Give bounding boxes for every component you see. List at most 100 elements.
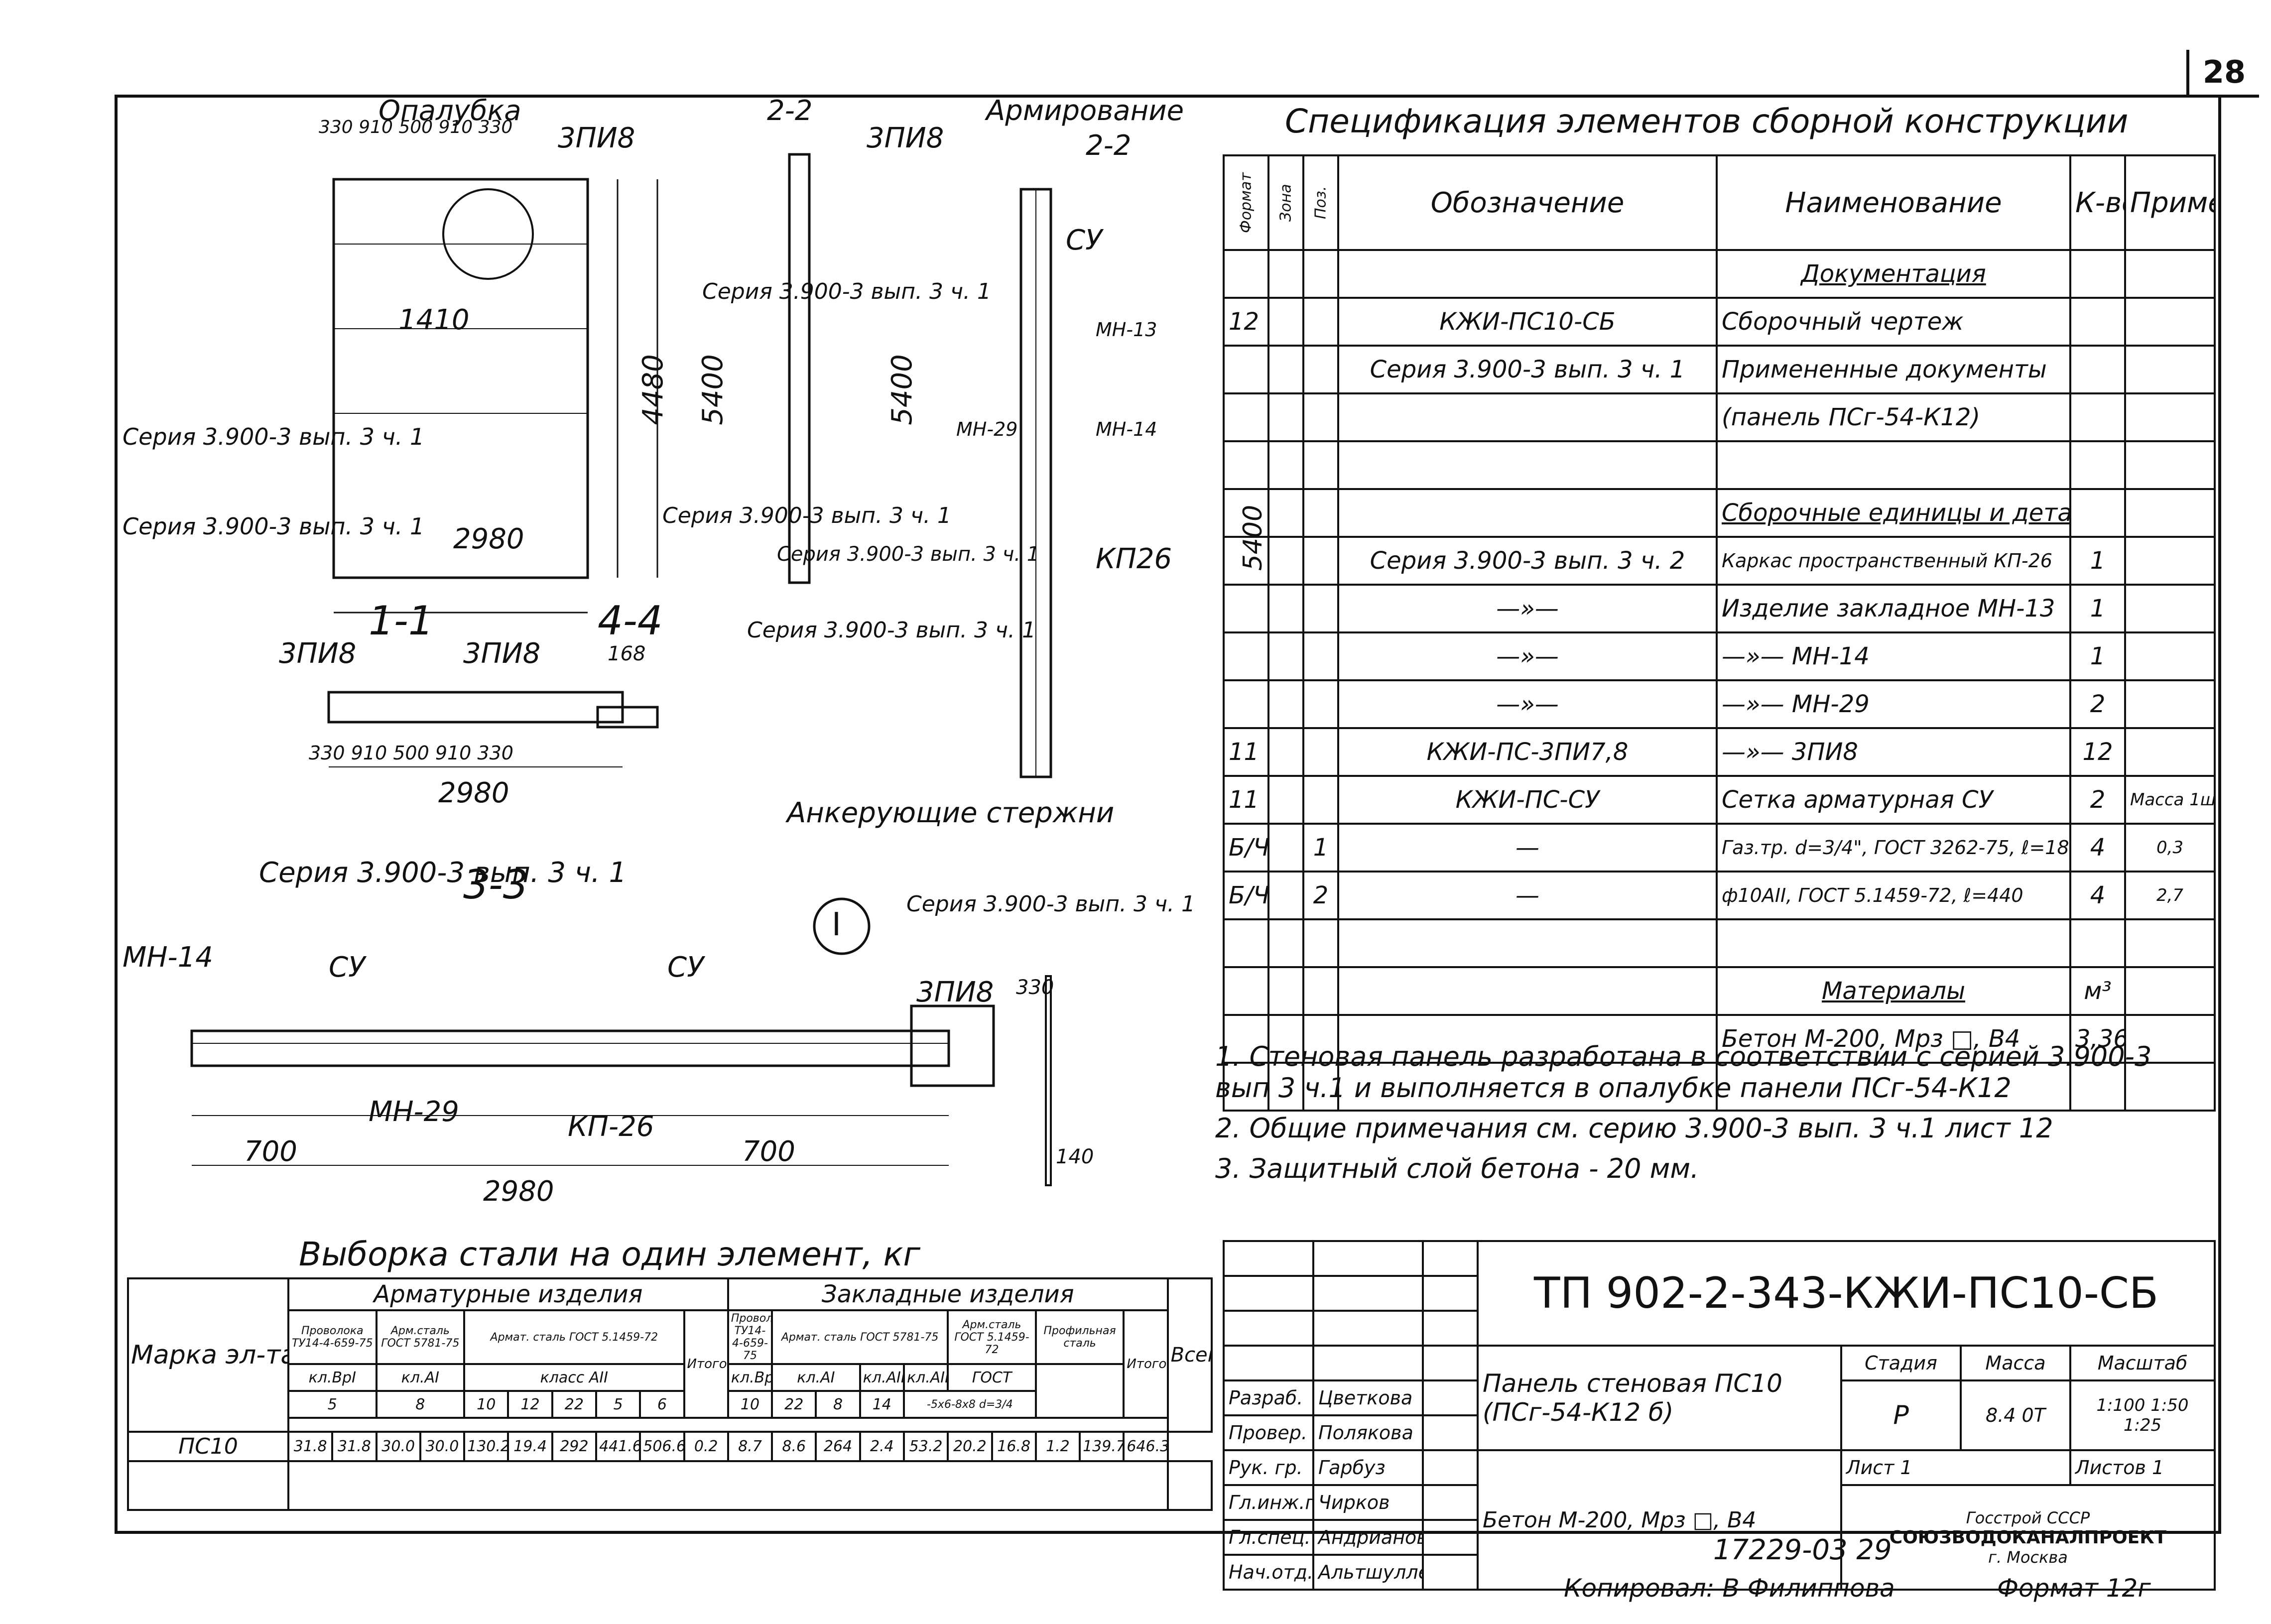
spec-cell-note bbox=[2124, 966, 2216, 1016]
spec-header-cell: Формат bbox=[1224, 155, 1268, 250]
spec-cell-qty bbox=[2069, 392, 2126, 442]
callout-1-15-text: Серия 3.900-3 вып. 3 ч. 1 bbox=[906, 891, 1195, 917]
scale-value: 1:100 1:50 1:25 bbox=[2069, 1379, 2216, 1451]
steel-class: кл.АI bbox=[375, 1363, 466, 1392]
spec-cell-zone bbox=[1267, 727, 1304, 777]
tb-name: Андрианов bbox=[1312, 1519, 1424, 1556]
spec-cell-qty bbox=[2069, 488, 2126, 538]
spec-cell-note bbox=[2124, 345, 2216, 394]
dim-700-a: 700 bbox=[244, 1135, 297, 1168]
spec-cell-zone bbox=[1267, 392, 1304, 442]
steel-value: 130.2 bbox=[463, 1431, 509, 1462]
views-lines bbox=[190, 153, 1052, 1186]
steel-diam: 10 bbox=[727, 1390, 773, 1419]
spec-cell-note: 0,3 bbox=[2124, 823, 2216, 873]
note-3: 3. Защитный слой бетона - 20 мм. bbox=[1215, 1153, 1699, 1184]
steel-value: 30.0 bbox=[419, 1431, 466, 1462]
spec-title: Спецификация элементов сборной конструкц… bbox=[1285, 102, 2129, 140]
spec-cell-name bbox=[1716, 440, 2071, 490]
label-mn13: МН-13 bbox=[1096, 319, 1157, 341]
spec-row: Сборочные единицы и детали bbox=[1223, 488, 2216, 538]
label-3piv8-node: 3ПИ8 bbox=[916, 976, 994, 1008]
steel-value: 53.2 bbox=[902, 1431, 949, 1462]
label-kp-26-33: КП-26 bbox=[568, 1111, 654, 1143]
panel-name: Панель стеновая ПС10 bbox=[1483, 1369, 1782, 1398]
spec-cell-fmt bbox=[1223, 440, 1269, 490]
section-1-1-title: 1-1 bbox=[369, 598, 434, 644]
spec-cell-fmt bbox=[1223, 249, 1269, 299]
spec-cell-pos bbox=[1302, 297, 1339, 347]
steel-class: кл.АI bbox=[771, 1363, 861, 1392]
section-2-2-title: 2-2 bbox=[767, 95, 813, 127]
drawing-frame bbox=[115, 95, 2221, 1534]
dim-1410: 1410 bbox=[398, 304, 470, 336]
spec-cell-pos bbox=[1302, 966, 1339, 1016]
tb-role: Провер. bbox=[1223, 1414, 1314, 1451]
spec-cell-qty bbox=[2069, 345, 2126, 394]
spec-row: Документация bbox=[1223, 249, 2216, 299]
tb-signature bbox=[1422, 1554, 1479, 1591]
spec-cell-pos bbox=[1302, 918, 1339, 968]
section-4-4-title: 4-4 bbox=[598, 598, 663, 644]
spec-header-cell: Зона bbox=[1268, 155, 1303, 250]
tb-role: Разраб. bbox=[1223, 1379, 1314, 1416]
org-institute: СОЮЗВОДОКАНАЛПРОЕКТ bbox=[1889, 1527, 2167, 1548]
steel-armature-group: Арматурные изделия bbox=[287, 1277, 729, 1311]
spec-cell-zone bbox=[1267, 1062, 1304, 1112]
spec-cell-qty bbox=[2069, 249, 2126, 299]
spec-cell-pos: 2 bbox=[1302, 871, 1339, 920]
spec-cell-zone bbox=[1267, 584, 1304, 633]
steel-class: класс АII bbox=[463, 1363, 685, 1392]
spec-cell-note bbox=[2124, 584, 2216, 633]
tb-person-row: Разраб.Цветкова Р 8.4 0Т 1:100 1:50 1:25 bbox=[1223, 1379, 2216, 1451]
drawing-code: ТП 902-2-343-КЖИ-ПС10-СБ bbox=[1477, 1240, 2216, 1347]
steel-value: 646.3 bbox=[1123, 1431, 1169, 1462]
spec-cell-fmt: 12 bbox=[1223, 297, 1269, 347]
callout-4-15-text: Серия 3.900-3 вып. 3 ч. 1 bbox=[662, 503, 951, 528]
spec-cell-pos bbox=[1302, 727, 1339, 777]
steel-diam: 6 bbox=[639, 1390, 685, 1419]
sheet-number: 28 bbox=[2186, 50, 2259, 98]
spec-cell-fmt bbox=[1223, 966, 1269, 1016]
label-cy-33a: СУ bbox=[329, 951, 366, 984]
tb-sheets: Листов 1 bbox=[2069, 1449, 2216, 1486]
spec-cell-fmt bbox=[1223, 631, 1269, 681]
inventory-number: 17229-03 29 bbox=[1713, 1534, 1892, 1566]
steel-diam: 10 bbox=[463, 1390, 509, 1419]
dim-5400-formwork: 5400 bbox=[696, 354, 729, 425]
spec-cell-pos bbox=[1302, 584, 1339, 633]
spec-cell-pos bbox=[1302, 440, 1339, 490]
spec-cell-zone bbox=[1267, 488, 1304, 538]
dim-140-node: 140 bbox=[1056, 1145, 1094, 1168]
tb-role: Гл.спец. bbox=[1223, 1519, 1314, 1556]
spec-cell-des bbox=[1337, 1062, 1718, 1112]
steel-value: 441.6 bbox=[595, 1431, 641, 1462]
callout-3-15-text: Серия 3.900-3 вып. 3 ч. 1 bbox=[123, 513, 425, 540]
spec-cell-pos bbox=[1302, 631, 1339, 681]
spec-row bbox=[1223, 918, 2216, 968]
steel-diam: 12 bbox=[507, 1390, 553, 1419]
steel-mark-header: Марка эл-та bbox=[127, 1277, 289, 1433]
steel-diam: 5 bbox=[287, 1390, 378, 1419]
spec-cell-zone bbox=[1267, 871, 1304, 920]
org-ministry: Госстрой СССР bbox=[1966, 1508, 2090, 1527]
tb-concrete: Бетон М-200, Мрз □, В4 bbox=[1477, 1449, 1842, 1591]
steel-value: 0.2 bbox=[683, 1431, 729, 1462]
spec-cell-note bbox=[2124, 536, 2216, 586]
section-2-2-reinf-title: 2-2 bbox=[1086, 129, 1132, 162]
spec-cell-zone bbox=[1267, 918, 1304, 968]
tb-role: Рук. гр. bbox=[1223, 1449, 1314, 1486]
steel-class: кл.ВрI bbox=[727, 1363, 773, 1392]
spec-cell-note bbox=[2124, 679, 2216, 729]
label-3piv8-22: 3ПИ8 bbox=[867, 122, 944, 154]
org-city: г. Москва bbox=[1988, 1547, 2068, 1567]
steel-diam: 8 bbox=[815, 1390, 861, 1419]
spec-cell-pos bbox=[1302, 679, 1339, 729]
label-3piv8-11b: 3ПИ8 bbox=[463, 637, 541, 670]
